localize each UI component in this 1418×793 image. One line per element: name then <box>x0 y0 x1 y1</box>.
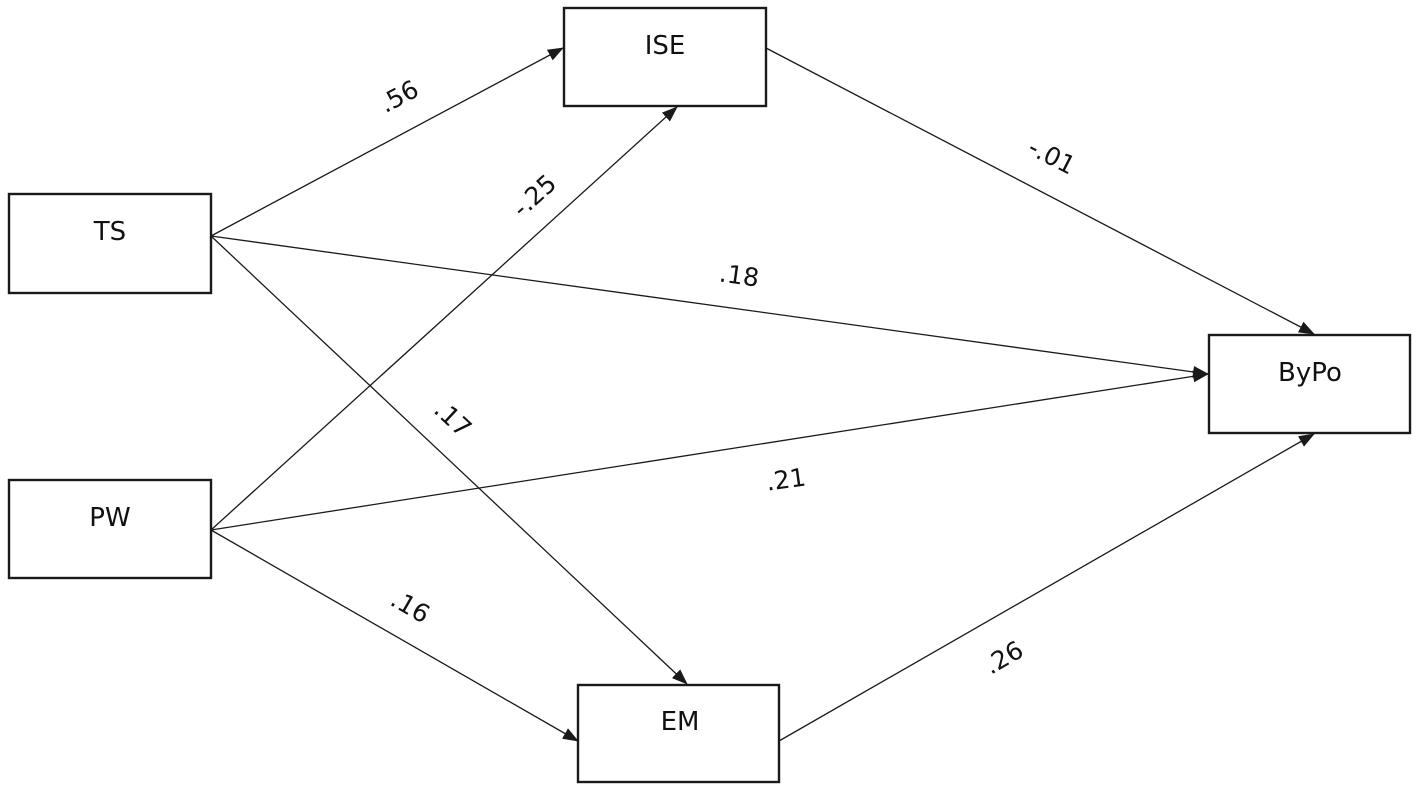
node-label-ise: ISE <box>645 31 686 61</box>
edge-label-ise-bypo: -.01 <box>1024 132 1081 180</box>
edge-pw-bypo <box>210 370 1209 531</box>
edge-ts-bypo <box>210 235 1209 378</box>
edges <box>210 47 1315 742</box>
node-ise: ISE <box>562 6 768 108</box>
node-ts: TS <box>7 192 213 295</box>
edge-labels: .56 -.25 -.01 .18 .17 .21 .16 .26 <box>375 74 1081 680</box>
edge-label-pw-bypo: .21 <box>764 462 807 496</box>
edge-pw-em <box>210 529 579 742</box>
edge-label-ts-bypo: .18 <box>717 258 760 292</box>
edge-label-pw-em: .16 <box>386 584 435 629</box>
node-label-bypo: ByPo <box>1278 358 1342 388</box>
node-label-em: EM <box>661 707 700 737</box>
node-bypo: ByPo <box>1207 333 1412 435</box>
edge-label-em-bypo: .26 <box>979 635 1028 680</box>
edge-ts-em <box>210 235 688 685</box>
node-box-ts <box>7 192 213 295</box>
node-em: EM <box>576 683 781 784</box>
edge-label-ts-em: .17 <box>428 395 477 443</box>
node-box-bypo <box>1207 333 1412 435</box>
node-label-ts: TS <box>93 217 126 247</box>
edge-pw-ise <box>210 106 678 531</box>
node-label-pw: PW <box>89 503 130 533</box>
edge-em-bypo <box>778 433 1315 742</box>
node-pw: PW <box>7 478 213 580</box>
node-box-em <box>576 683 781 784</box>
edge-ts-ise <box>210 47 564 237</box>
node-box-pw <box>7 478 213 580</box>
node-box-ise <box>562 6 768 108</box>
edge-label-ts-ise: .56 <box>375 74 424 118</box>
edge-label-pw-ise: -.25 <box>506 169 562 223</box>
edge-ise-bypo <box>765 47 1315 335</box>
